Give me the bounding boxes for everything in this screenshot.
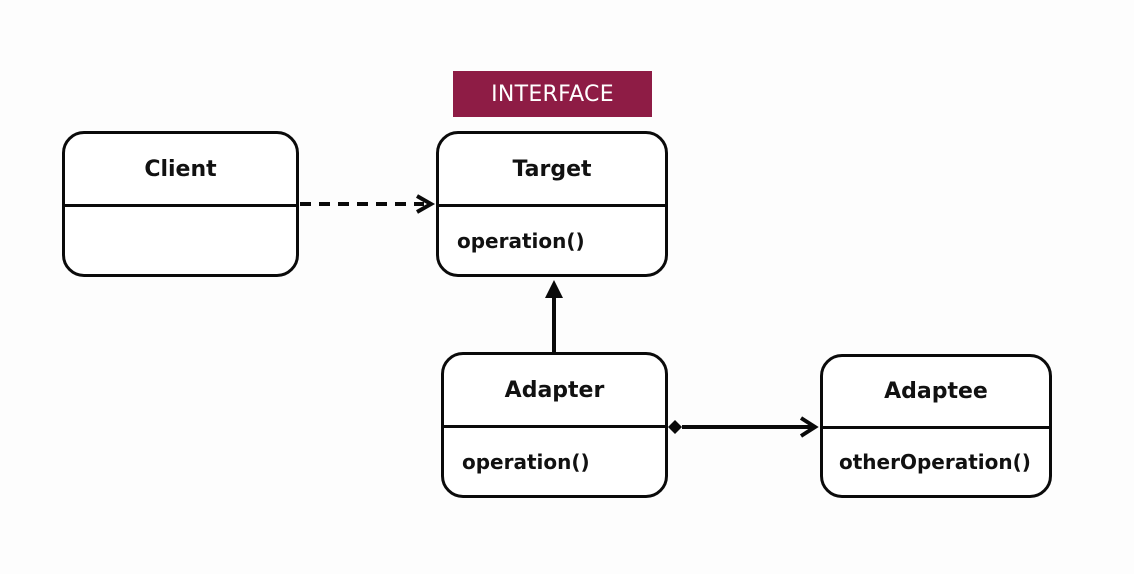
adapter-adaptee-arrowhead (799, 416, 819, 438)
interface-stereotype-badge: INTERFACE (453, 71, 652, 117)
class-adapter[interactable]: Adapter operation() (441, 352, 668, 498)
client-target-arrowhead (416, 194, 436, 214)
class-target-members: operation() (457, 228, 585, 253)
class-adapter-name: Adapter (444, 355, 665, 428)
composition-diamond (668, 420, 682, 434)
class-target-name: Target (439, 134, 665, 207)
class-target[interactable]: Target operation() (436, 131, 668, 277)
class-adaptee-name: Adaptee (823, 357, 1049, 429)
class-adaptee[interactable]: Adaptee otherOperation() (820, 354, 1052, 498)
adapter-target-arrowhead (545, 280, 563, 298)
class-adaptee-members: otherOperation() (839, 450, 1031, 474)
class-client[interactable]: Client (62, 131, 299, 277)
class-client-members (65, 207, 296, 274)
class-client-name: Client (65, 134, 296, 207)
interface-stereotype-label: INTERFACE (491, 81, 614, 107)
class-adapter-members: operation() (462, 449, 590, 474)
